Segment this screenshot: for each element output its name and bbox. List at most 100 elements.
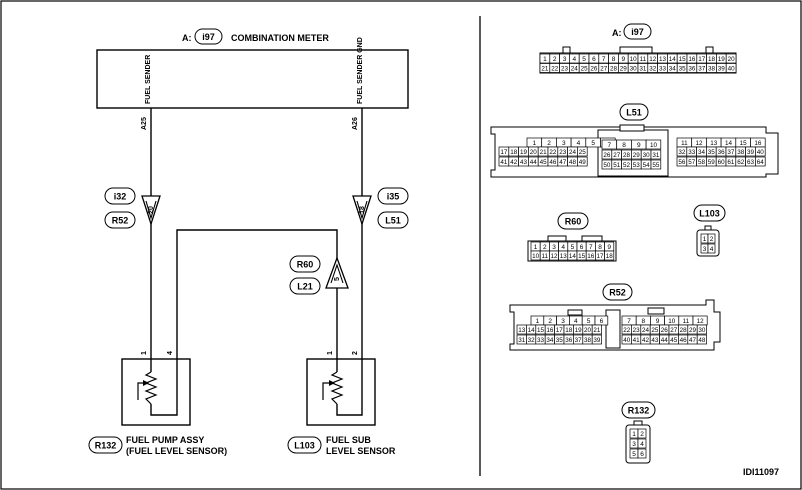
pin-number: 13 xyxy=(518,327,526,334)
pin-number: 34 xyxy=(698,149,706,156)
pin-cell xyxy=(725,63,737,73)
pin-number: 35 xyxy=(556,337,564,344)
sub-wiper-arrow xyxy=(329,380,335,386)
pin-number: 3 xyxy=(703,246,707,253)
pin-number: 19 xyxy=(520,149,528,156)
pin-number: 32 xyxy=(678,149,686,156)
pin-number: 31 xyxy=(652,152,660,159)
pin-number: 16 xyxy=(546,327,554,334)
pin-number: 18 xyxy=(565,327,573,334)
l103-badge xyxy=(693,204,726,222)
pin-number: 1 xyxy=(536,318,540,325)
pin-cell xyxy=(604,250,615,261)
fuel-sub-box xyxy=(306,358,376,426)
pin-number: 18 xyxy=(606,253,614,260)
pin-cell xyxy=(650,149,662,160)
pin-number: 1 xyxy=(632,431,636,438)
pin-number: 42 xyxy=(642,337,650,344)
pin-number: 4 xyxy=(577,140,581,147)
pin-number: 39 xyxy=(718,66,726,73)
pin-number: 5 xyxy=(632,451,636,458)
pin-number: 12 xyxy=(550,253,558,260)
pin-number: 2 xyxy=(543,244,547,251)
pin-number: 25 xyxy=(651,327,659,334)
joint-right: i35 L51 18 xyxy=(352,187,409,229)
pin-number: 3 xyxy=(552,244,556,251)
pump-pin-1: 1 xyxy=(141,351,148,355)
pin-number: 14 xyxy=(528,327,536,334)
pin-number: 43 xyxy=(520,159,528,166)
pin-number: 10 xyxy=(668,318,676,325)
pin-number: 24 xyxy=(571,66,579,73)
pin-number: 45 xyxy=(540,159,548,166)
pin-number: 53 xyxy=(633,162,641,169)
meter-connector-prefix: A: xyxy=(182,33,192,43)
pin-number: 19 xyxy=(718,56,726,63)
pin-number: 15 xyxy=(537,327,545,334)
pin-number: 26 xyxy=(603,152,611,159)
pump-resistor xyxy=(144,371,158,405)
pump-name-line1: FUEL PUMP ASSY xyxy=(126,435,204,445)
pin-number: 14 xyxy=(669,56,677,63)
joint-mid-pin: 5 xyxy=(334,277,341,281)
joint-left-pin: 20 xyxy=(148,206,155,214)
pin-number: 30 xyxy=(698,327,706,334)
pin-number: 22 xyxy=(551,66,559,73)
pin-number: 8 xyxy=(641,318,645,325)
pin-number: 12 xyxy=(697,318,705,325)
pin-number: 40 xyxy=(728,66,736,73)
pin-number: 49 xyxy=(579,159,587,166)
pin-number: 6 xyxy=(640,451,644,458)
pin-number: 19 xyxy=(575,327,583,334)
pin-number: 16 xyxy=(754,140,762,147)
sub-connector-id: L103 xyxy=(294,441,315,451)
pin-number: 46 xyxy=(680,337,688,344)
pin-number: 29 xyxy=(620,66,628,73)
figure-id: IDI11097 xyxy=(743,467,779,477)
pin-number: 27 xyxy=(600,66,608,73)
joint-left: i32 R52 20 xyxy=(104,187,161,229)
pin-number: 21 xyxy=(541,66,549,73)
pin-number: 50 xyxy=(603,162,611,169)
pin-number: 33 xyxy=(537,337,545,344)
pin-number: 16 xyxy=(587,253,595,260)
pin-number: 3 xyxy=(561,318,565,325)
pin-number: 2 xyxy=(710,236,714,243)
sub-resistor xyxy=(330,371,344,405)
pin-number: 11 xyxy=(683,318,690,325)
pin-number: 42 xyxy=(510,159,518,166)
pin-number: 1 xyxy=(703,236,707,243)
pin-number: 4 xyxy=(710,246,714,253)
pin-number: 11 xyxy=(640,56,647,63)
pin-number: 29 xyxy=(633,152,641,159)
pin-number: 5 xyxy=(571,244,575,251)
pin-number: 26 xyxy=(590,66,598,73)
pin-number: 15 xyxy=(679,56,687,63)
pin-number: 8 xyxy=(612,56,616,63)
pin-number: 7 xyxy=(608,142,612,149)
pin-cell xyxy=(645,139,662,150)
pin-cell xyxy=(696,334,707,345)
pin-number: 30 xyxy=(643,152,651,159)
pin-number: 23 xyxy=(559,149,567,156)
pin-number: 57 xyxy=(688,159,696,166)
meter-connector-badge xyxy=(194,28,223,45)
pin-number: 29 xyxy=(689,327,697,334)
pin-number: 20 xyxy=(530,149,538,156)
pin-number: 36 xyxy=(565,337,573,344)
pin-number: 5 xyxy=(582,56,586,63)
pin-number: 27 xyxy=(613,152,621,159)
pin-number: 36 xyxy=(688,66,696,73)
pin-number: 7 xyxy=(627,318,631,325)
pin-number: 14 xyxy=(725,140,733,147)
pin-label-fuel-sender-gnd: FUEL SENDER GND xyxy=(357,37,364,104)
pin-number: 2 xyxy=(640,431,644,438)
pin-number: 17 xyxy=(596,253,604,260)
pin-number: 41 xyxy=(633,337,641,344)
pin-number: 9 xyxy=(656,318,660,325)
l51-badge xyxy=(619,103,649,121)
l103-id: L103 xyxy=(699,209,720,219)
